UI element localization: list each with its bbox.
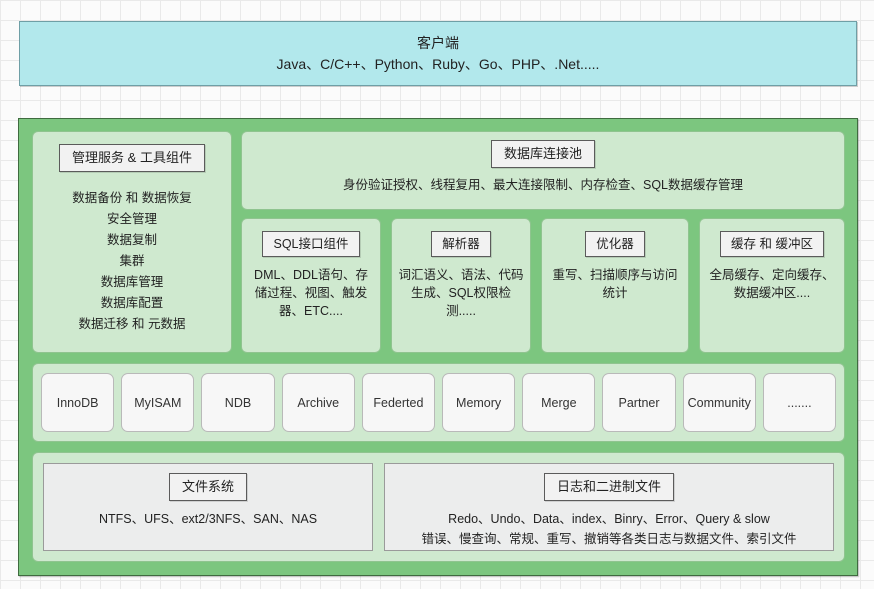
client-title: 客户端: [417, 34, 459, 51]
engine-tile: InnoDB: [41, 373, 115, 432]
file-system-box: 文件系统 NTFS、UFS、ext2/3NFS、SAN、NAS: [43, 463, 373, 551]
cache-buffer-title: 缓存 和 缓冲区: [720, 231, 824, 257]
connection-pool-title: 数据库连接池: [490, 140, 595, 168]
parser-items: 词汇语义、语法、代码生成、SQL权限检测.....: [398, 268, 524, 318]
sql-component-row: SQL接口组件 DML、DDL语句、存储过程、视图、触发器、ETC.... 解析…: [241, 218, 845, 353]
optimizer-title: 优化器: [585, 231, 645, 257]
management-services-panel: 管理服务 & 工具组件 数据备份 和 数据恢复 安全管理 数据复制 集群 数据库…: [32, 131, 232, 353]
optimizer-items: 重写、扫描顺序与访问统计: [552, 268, 678, 300]
engine-tile: Partner: [602, 373, 676, 432]
parser-title: 解析器: [431, 231, 491, 257]
management-services-items: 数据备份 和 数据恢复 安全管理 数据复制 集群 数据库管理 数据库配置 数据迁…: [72, 191, 192, 331]
connection-pool-panel: 数据库连接池 身份验证授权、线程复用、最大连接限制、内存检查、SQL数据缓存管理: [241, 131, 845, 210]
engine-tile: Merge: [522, 373, 596, 432]
engine-tile: .......: [762, 373, 837, 432]
engine-tile: Federted: [361, 373, 436, 432]
storage-layer-panel: 文件系统 NTFS、UFS、ext2/3NFS、SAN、NAS 日志和二进制文件…: [32, 452, 845, 562]
cache-buffer-box: 缓存 和 缓冲区 全局缓存、定向缓存、数据缓冲区....: [699, 218, 845, 353]
log-binary-box: 日志和二进制文件 Redo、Undo、Data、index、Binry、Erro…: [384, 463, 834, 551]
log-binary-title: 日志和二进制文件: [543, 473, 674, 501]
parser-box: 解析器 词汇语义、语法、代码生成、SQL权限检测.....: [391, 218, 531, 353]
client-layer: 客户端 Java、C/C++、Python、Ruby、Go、PHP、.Net..…: [19, 21, 857, 86]
engine-tile: NDB: [201, 373, 275, 432]
engine-tile: Memory: [442, 373, 516, 432]
file-system-title: 文件系统: [168, 473, 247, 501]
optimizer-box: 优化器 重写、扫描顺序与访问统计: [541, 218, 689, 353]
cache-buffer-items: 全局缓存、定向缓存、数据缓冲区....: [709, 268, 835, 300]
sql-interface-title: SQL接口组件: [262, 231, 360, 257]
engine-tile: Community: [682, 373, 756, 432]
engine-tile: Archive: [281, 373, 355, 432]
sql-interface-box: SQL接口组件 DML、DDL语句、存储过程、视图、触发器、ETC....: [241, 218, 381, 353]
engine-tile: MyISAM: [121, 373, 195, 432]
server-layer: 管理服务 & 工具组件 数据备份 和 数据恢复 安全管理 数据复制 集群 数据库…: [18, 118, 858, 576]
log-binary-items: Redo、Undo、Data、index、Binry、Error、Query &…: [421, 512, 797, 546]
sql-interface-items: DML、DDL语句、存储过程、视图、触发器、ETC....: [254, 268, 368, 318]
client-technologies: Java、C/C++、Python、Ruby、Go、PHP、.Net.....: [276, 55, 600, 72]
connection-pool-items: 身份验证授权、线程复用、最大连接限制、内存检查、SQL数据缓存管理: [342, 178, 743, 192]
file-system-items: NTFS、UFS、ext2/3NFS、SAN、NAS: [98, 512, 318, 526]
storage-engines-panel: InnoDB MyISAM NDB Archive Federted Memor…: [32, 363, 845, 442]
management-services-title: 管理服务 & 工具组件: [59, 144, 205, 172]
